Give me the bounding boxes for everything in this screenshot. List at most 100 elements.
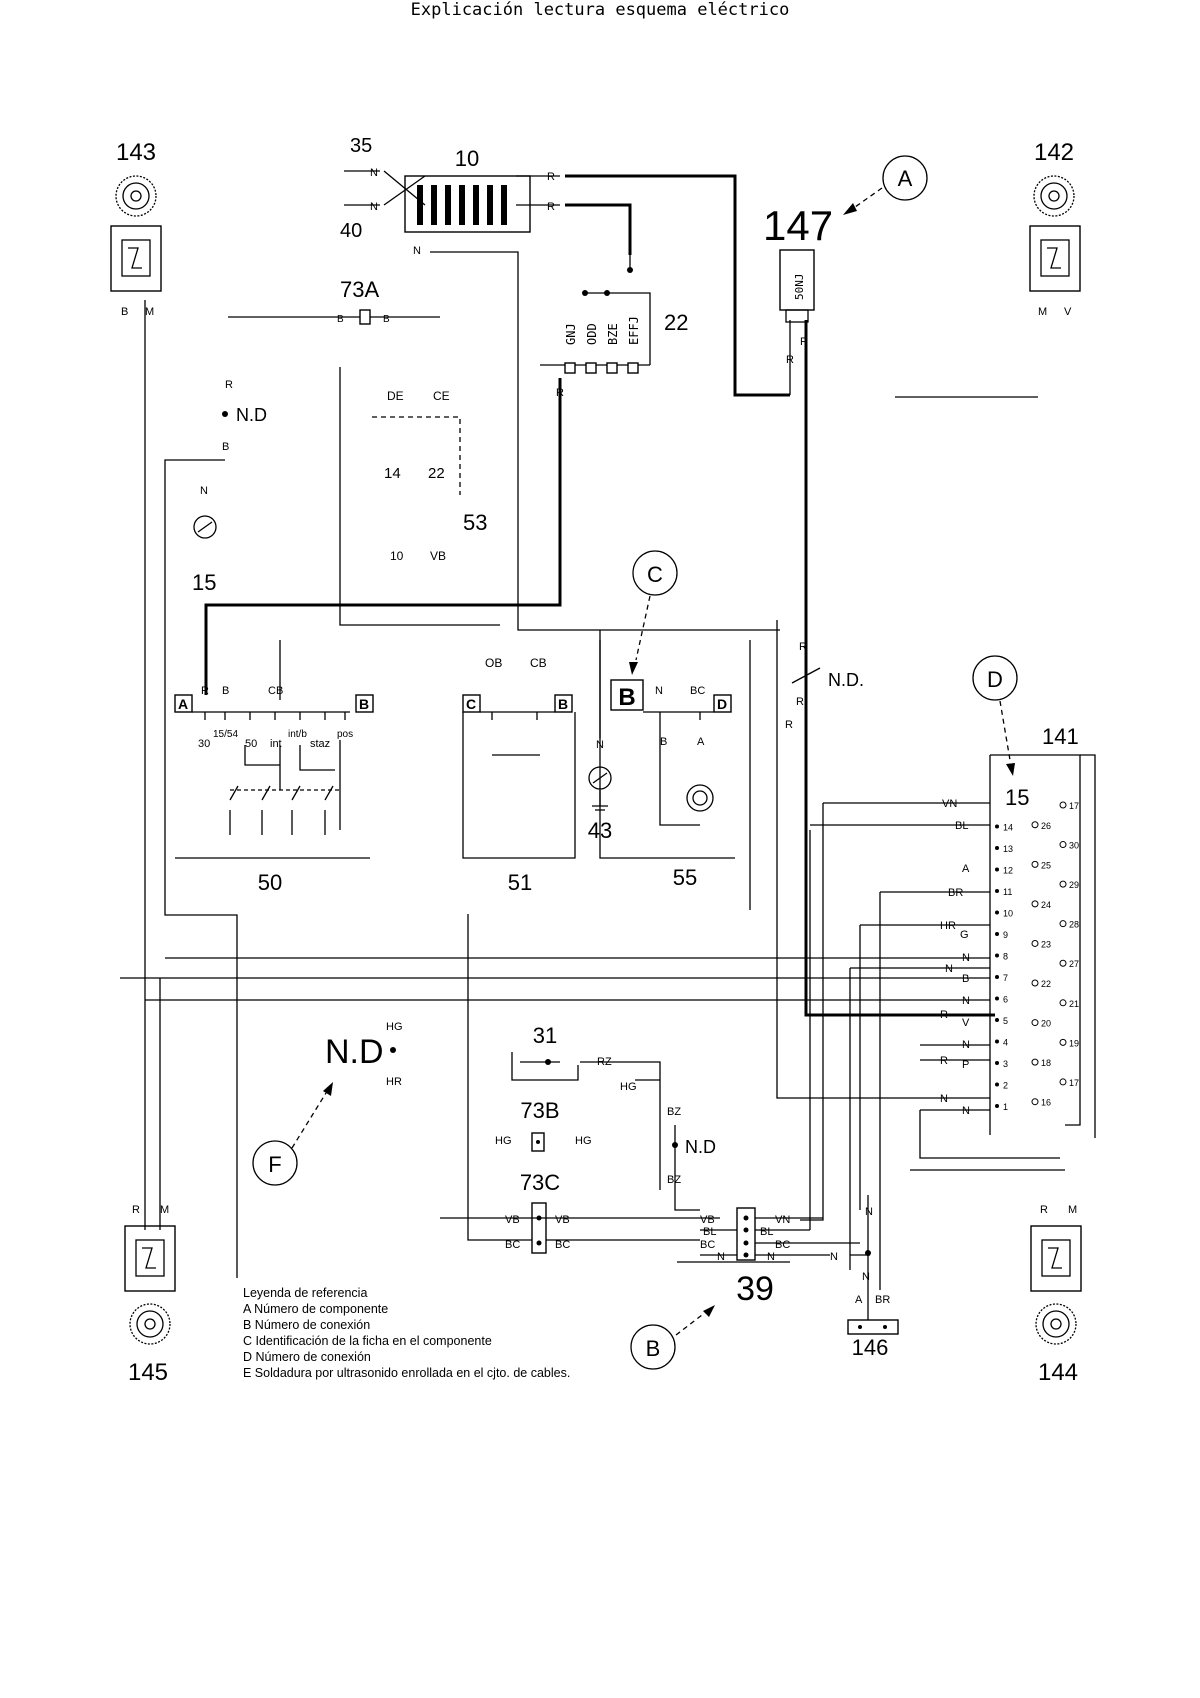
wire-label: P [962,1059,969,1071]
pin-number-left: 5 [1003,1016,1008,1026]
wire-label: BR [948,887,963,899]
pin-dot [995,996,999,1001]
pin-socket [1031,939,1039,947]
wire-label: HG [575,1135,592,1147]
component-number-144: 144 [1038,1359,1078,1386]
wire-label: B [222,685,229,697]
wire-label: CB [268,685,283,697]
pin-number: 22 [428,465,445,482]
wire-label: BR [875,1294,890,1306]
junction-nd: R N.D. R R [785,641,864,731]
wire-label: ODD [585,323,599,345]
wire-label: N [962,1105,970,1117]
wire-label: A [697,736,705,748]
pin-number-right: 26 [1041,821,1051,831]
pin-dot [995,910,999,915]
legend-line: E Soldadura por ultrasonido enrollada en… [243,1366,570,1380]
pin-number-right: 20 [1041,1019,1051,1029]
pin-number-right: 24 [1041,900,1051,910]
wire-label: N [945,963,953,975]
connector-D: D [717,696,727,712]
pin-number-right: 17 [1069,801,1079,811]
speaker-142: 142 M V [1029,139,1081,318]
wire-label: HR [940,920,956,932]
legend-line: C Identificación de la ficha en el compo… [243,1334,492,1348]
wire-label: R [799,641,807,653]
wire-label: RZ [597,1056,612,1068]
wire-label: R [547,201,555,213]
pin-number-left: 2 [1003,1081,1008,1091]
callout-letter: A [898,166,913,191]
pin-number: 14 [384,465,401,482]
pin-number: int/b [288,729,307,740]
callout-letter: F [268,1152,281,1177]
speaker-144: R M 144 [1030,1204,1082,1386]
component-number-73A: 73A [340,277,379,302]
wire-label: BL [760,1226,773,1238]
wire-label: HG [495,1135,512,1147]
legend-line: B Número de conexión [243,1318,370,1332]
component-73B: 73B HG HG [495,1098,592,1152]
wire-label: A [855,1294,863,1306]
legend-line: D Número de conexión [243,1350,371,1364]
pin-number-left: 9 [1003,930,1008,940]
wire-label: VN [775,1214,790,1226]
component-number-73B: 73B [520,1098,559,1123]
pin-number-left: 6 [1003,995,1008,1005]
pin-number: staz [310,738,330,750]
wire-label: BC [690,685,705,697]
wire-label: R [800,336,808,348]
pin-socket [1059,841,1067,849]
wire-label: N [830,1251,838,1263]
pin-number-right: 30 [1069,841,1079,851]
pin-number-left: 1 [1003,1102,1008,1112]
component-number-53: 53 [463,510,487,535]
pin-number-right: 21 [1069,999,1079,1009]
wire-label: R [940,1055,948,1067]
pin-number-right: 22 [1041,979,1051,989]
wire-label: BL [703,1226,716,1238]
wire-label: M [1038,306,1047,318]
pin-socket [1059,999,1067,1007]
pin-number-right: 28 [1069,920,1079,930]
wire-label: BC [775,1239,790,1251]
callout-A: A [843,155,928,215]
pin-number: 15/54 [213,729,238,740]
wire-label: N [370,167,378,179]
pin-number-right: 18 [1041,1058,1051,1068]
callout-F: F [252,1082,333,1186]
wire-label: CE [433,389,450,403]
pin-dot [995,889,999,893]
wire-label: V [962,1017,970,1029]
connector-C: C [466,696,476,712]
speaker-143: 143 B M [110,139,162,318]
pin-number-left: 14 [1003,823,1013,833]
pin-number-left: 13 [1003,844,1013,854]
pin-socket [1031,979,1039,987]
pin-number-right: 17 [1069,1078,1079,1088]
pin-socket [1031,900,1039,908]
wire-label: B [222,441,229,453]
wire-label: N [940,1093,948,1105]
pin-socket [1031,860,1039,868]
wire-label: R [785,719,793,731]
callout-letter: C [647,562,663,587]
wire-label: R [940,1009,948,1021]
wire-label: VB [505,1214,520,1226]
junction-nd-left: N.D HG HR [325,1021,403,1088]
pin-number-right: 29 [1069,880,1079,890]
pin-number-right: 16 [1041,1098,1051,1108]
pin-dot [995,1082,999,1087]
pin-number-left: 4 [1003,1038,1008,1048]
pin-socket [1031,1058,1039,1066]
pin-number-right: 27 [1069,959,1079,969]
pin-socket [1059,880,1067,888]
pin-socket [1031,821,1039,829]
wire-label: BL [955,820,968,832]
wire-label-35: 35 [350,135,372,157]
pin-number: pos [337,729,353,740]
wire-label: R [1040,1204,1048,1216]
component-number-146: 146 [852,1335,889,1360]
wire-label: BZ [667,1106,681,1118]
component-number-10: 10 [455,146,479,171]
